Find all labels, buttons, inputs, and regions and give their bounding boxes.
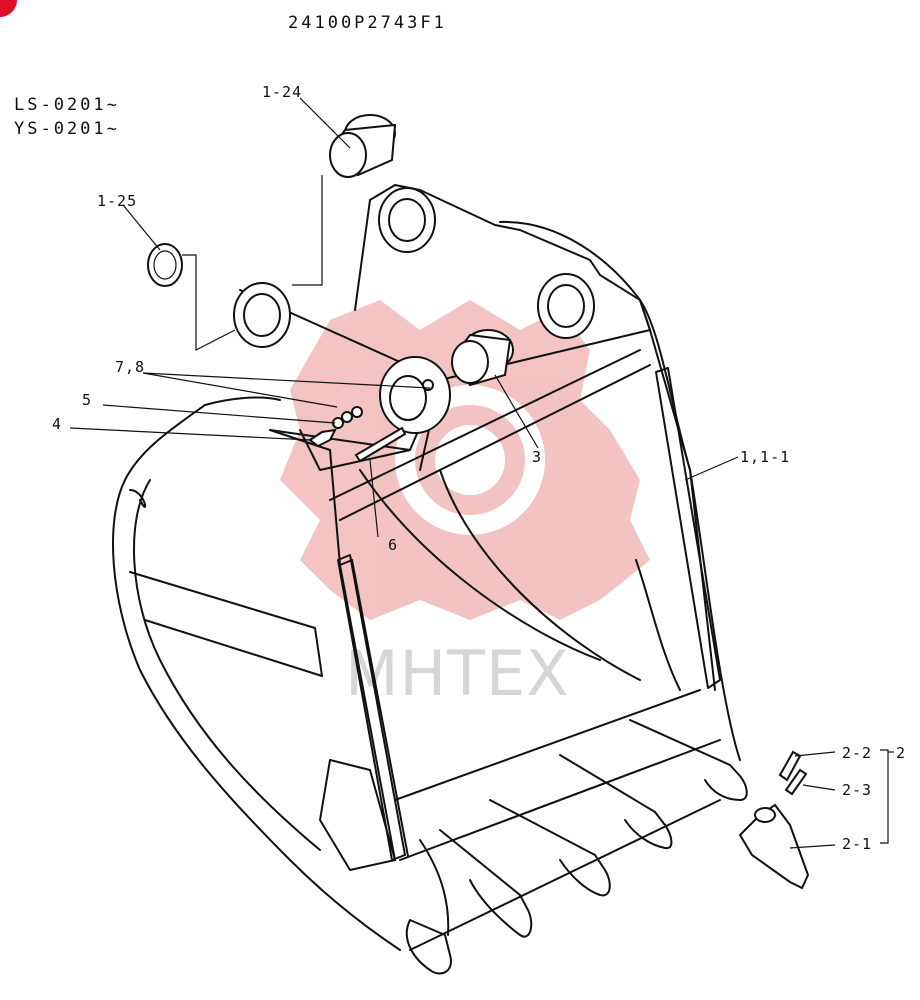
callout-2-3: 2-3	[842, 781, 872, 799]
serial-range-ls: LS-0201~	[14, 95, 120, 115]
callout-7-8: 7,8	[115, 358, 145, 376]
corner-red-mark	[0, 0, 17, 17]
bushing-3	[451, 329, 514, 387]
bolt-washer-set	[308, 406, 363, 448]
watermark-text: MHTEX	[345, 637, 570, 710]
callout-4: 4	[52, 415, 62, 433]
serial-range-ys: YS-0201~	[14, 119, 120, 139]
callout-1-25: 1-25	[97, 192, 137, 210]
bucket-teeth	[405, 719, 748, 975]
bucket-drawing	[112, 184, 748, 975]
pin-2-3	[784, 768, 808, 796]
callout-6: 6	[388, 536, 398, 554]
callout-1-1-1: 1,1-1	[740, 448, 790, 466]
callout-3: 3	[532, 448, 542, 466]
leader-lines	[69, 97, 894, 849]
callout-5: 5	[82, 391, 92, 409]
callout-1-24: 1-24	[262, 83, 302, 101]
callout-2: 2	[896, 744, 906, 762]
pin-6	[354, 426, 407, 463]
callout-2-1: 2-1	[842, 835, 872, 853]
drawing-number: 24100P2743F1	[288, 13, 447, 33]
callout-2-2: 2-2	[842, 744, 872, 762]
o-ring-1-25	[147, 243, 183, 287]
bushing-1-24	[329, 114, 397, 178]
